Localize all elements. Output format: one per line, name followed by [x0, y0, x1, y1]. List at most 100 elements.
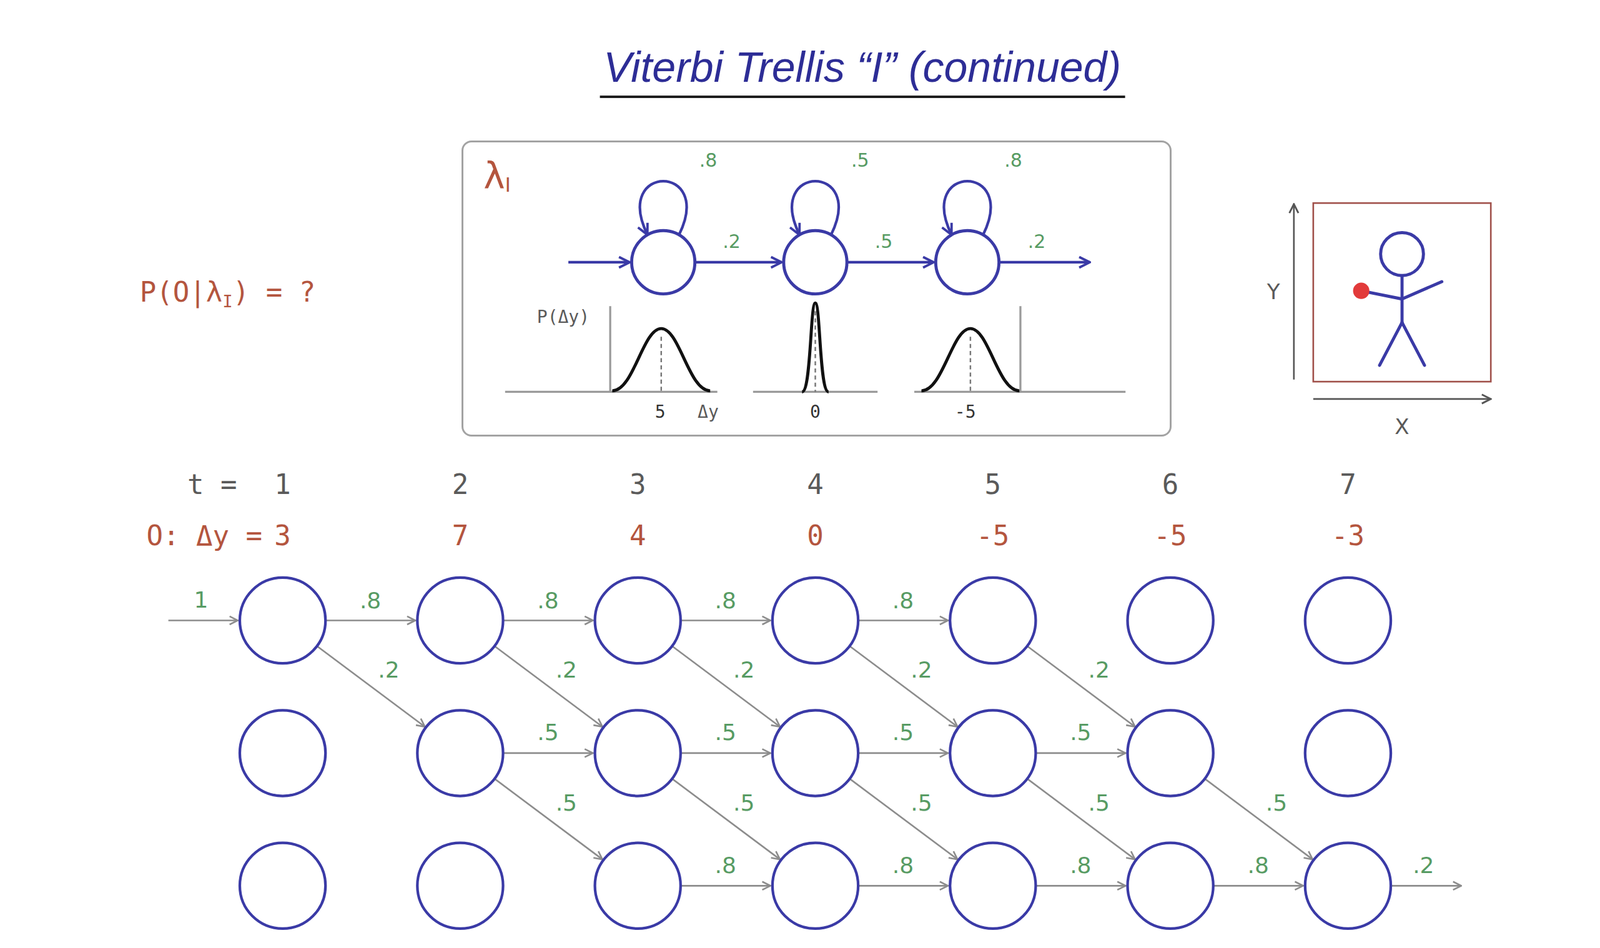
trellis-state [239, 843, 326, 929]
transition-prob: .8 [1069, 854, 1092, 877]
trellis-arrow [1213, 884, 1304, 887]
trellis-state [772, 843, 859, 929]
trellis-arrow [1027, 645, 1136, 727]
trellis-arrow [858, 752, 949, 755]
stick-figure [1361, 232, 1442, 366]
trellis-state [239, 577, 326, 664]
trellis-arrow [680, 884, 771, 887]
model-subscript: I [505, 172, 511, 197]
trellis-arrow [680, 619, 771, 622]
trellis-state [1127, 577, 1213, 664]
transition-arrow [999, 261, 1090, 264]
hand-marker [1353, 282, 1370, 300]
time-step: 1 [274, 470, 292, 499]
trellis-arrow [168, 619, 238, 622]
gaussian-curve [921, 328, 1020, 391]
self-loop [640, 181, 687, 235]
transition-prob: .2 [722, 232, 741, 252]
figure-arm [1402, 281, 1442, 300]
state-circle [631, 230, 695, 294]
axis-label: X [1394, 415, 1409, 438]
axis-label: P(Δy) [537, 308, 590, 326]
time-step: 2 [452, 470, 470, 499]
trellis-state [595, 577, 681, 664]
transition-prob: .5 [555, 791, 578, 815]
probability-query: P(O|λI) = ? [139, 275, 316, 313]
figure-head [1380, 232, 1424, 277]
mean-lines [661, 311, 971, 392]
transition-prob: .2 [377, 658, 400, 682]
time-step: 5 [984, 470, 1002, 499]
transition-prob: .8 [359, 589, 381, 613]
gaussians [612, 302, 1020, 392]
mean-line [660, 336, 662, 392]
page-title: Viterbi Trellis “I” (continued) [599, 43, 1125, 99]
trellis-state [949, 843, 1036, 929]
tick-label: 5 [655, 403, 666, 421]
transition-prob: .5 [715, 721, 737, 744]
query-text: P(O|λ [139, 275, 223, 308]
transition-prob: .8 [715, 589, 737, 613]
plot-axes [505, 306, 1126, 392]
gaussian-curve [612, 328, 711, 391]
transition-prob: .5 [733, 791, 755, 815]
transition-prob: .5 [874, 232, 894, 252]
trellis-state [1305, 843, 1391, 929]
trellis-state [949, 577, 1036, 664]
trellis-arrow [1027, 778, 1136, 860]
figure-leg [1402, 322, 1425, 366]
observation-value: -5 [1154, 522, 1188, 550]
time-step: 3 [629, 470, 647, 499]
observation-header: O: Δy = [146, 522, 262, 550]
figure-frame [1313, 202, 1491, 382]
model-box: λI [461, 140, 1172, 437]
trellis-arrow [680, 752, 771, 755]
transition-prob: .2 [555, 658, 578, 682]
trellis-arrow [503, 619, 594, 622]
trellis-arrow [1035, 752, 1126, 755]
state-circle [935, 230, 999, 294]
transition-prob: .8 [715, 854, 737, 877]
transition-prob: .5 [1265, 791, 1288, 815]
self-loop [791, 181, 839, 235]
self-transition-prob: .8 [699, 151, 718, 170]
observation-value: -3 [1331, 522, 1365, 550]
trellis-arrow [494, 645, 603, 727]
trellis-state [1127, 710, 1213, 796]
trellis-state [417, 710, 503, 796]
trellis-arrow [1390, 884, 1462, 887]
self-transition-prob: .5 [851, 151, 870, 170]
mean-line [814, 311, 816, 392]
trellis-state [949, 710, 1036, 796]
mean-line [969, 336, 972, 392]
trellis-state [417, 843, 503, 929]
transition-prob: .2 [1088, 658, 1110, 682]
transition-prob: .5 [537, 721, 559, 744]
trellis-arrow [849, 645, 958, 727]
plot-axis [608, 306, 611, 392]
y-axis [1293, 204, 1296, 380]
transition-prob: .5 [1088, 791, 1110, 815]
query-text: ) = ? [232, 275, 316, 308]
self-loop [944, 181, 992, 235]
transition-prob: .2 [733, 658, 755, 682]
trellis-state [595, 710, 681, 796]
trellis-states [239, 577, 1391, 929]
time-header: t = [187, 470, 237, 499]
trellis-arrow [494, 778, 603, 860]
tick-label: -5 [954, 403, 977, 421]
query-subscript: I [222, 291, 233, 312]
trellis-arrow [671, 645, 781, 727]
self-transition-prob: .8 [1004, 151, 1023, 170]
trellis-arrow [1204, 778, 1313, 860]
observation-value: 7 [452, 522, 470, 550]
transition-prob: .5 [892, 721, 914, 744]
trellis-arrow [325, 619, 416, 622]
transition-prob: .2 [910, 658, 932, 682]
gaussian-curve [801, 302, 829, 392]
plot-axis [1019, 306, 1022, 392]
transition-arrow [695, 261, 782, 264]
observation-value: 3 [274, 522, 292, 550]
trellis-state [595, 843, 681, 929]
